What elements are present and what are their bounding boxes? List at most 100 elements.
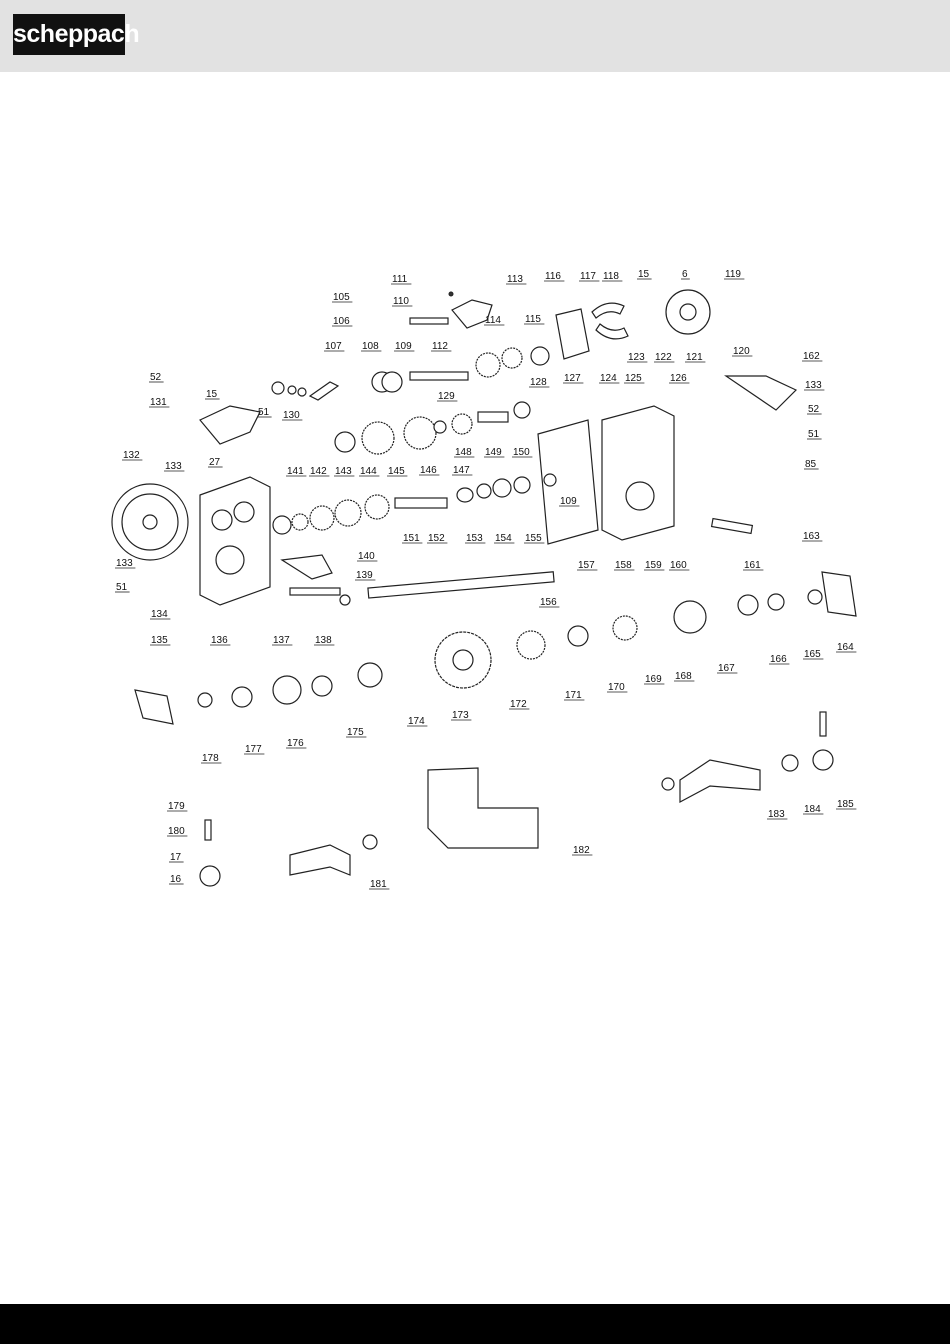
housing-bore [211,509,233,531]
part-label: 144 [360,466,377,477]
part-label: 51 [258,407,270,418]
part-label: 152 [428,533,445,544]
gear-part [516,630,546,660]
part-label: 173 [452,710,469,721]
part-label: 163 [803,531,820,542]
gear-part [492,478,512,498]
part-label: 161 [744,560,761,571]
part-label: 131 [150,397,167,408]
gear-part [403,416,437,450]
gear-bore [452,649,474,671]
drum-part [665,289,711,335]
part-label: 117 [580,271,596,282]
brake-shoe-part [591,302,625,319]
ring-part [311,675,333,697]
washer-part [297,387,307,397]
housing-bore [233,501,255,523]
part-label: 177 [245,744,262,755]
part-label: 116 [545,271,561,282]
part-label: 150 [513,447,530,458]
gear-housing-right [601,405,675,541]
part-label: 115 [525,314,541,325]
part-label: 167 [718,663,735,674]
part-label: 154 [495,533,512,544]
bushing-part [476,483,492,499]
part-label: 146 [420,465,437,476]
part-label: 141 [287,466,304,477]
ring-part [567,625,589,647]
part-label: 183 [768,809,785,820]
washer-part [287,385,297,395]
part-label: 114 [485,315,501,326]
part-label: 169 [645,674,662,685]
housing-bore [625,481,655,511]
part-label: 133 [165,461,182,472]
cover-plate-part [821,571,857,617]
gear-part [475,352,501,378]
bearing-part [513,401,531,419]
bushing-part [661,777,675,791]
part-label: 51 [808,429,820,440]
part-label: 107 [325,341,342,352]
part-label: 149 [485,447,502,458]
drum-hub-part [679,303,697,321]
plate-part [555,308,590,360]
header-bar: scheppach [0,0,950,72]
bearing-part [673,600,707,634]
part-label: 113 [507,274,523,285]
bolt-part [819,711,827,737]
part-label: 155 [525,533,542,544]
part-label: 157 [578,560,595,571]
part-label: 120 [733,346,750,357]
part-label: 129 [438,391,455,402]
main-shaft-part [367,571,555,599]
gear-housing-left [199,476,271,606]
part-label: 52 [808,404,820,415]
cover-plate-part [199,405,261,445]
axle-part [710,517,754,535]
part-label: 178 [202,753,219,764]
part-label: 143 [335,466,352,477]
pulley-groove-part [121,493,179,551]
scheppach-logo: scheppach [13,14,140,55]
part-label: 137 [273,635,290,646]
part-label: 17 [170,852,182,863]
sprocket-part [812,749,834,771]
part-label: 106 [333,316,350,327]
part-label: 109 [395,341,412,352]
part-label: 159 [645,560,662,571]
hub-part [289,844,351,876]
shaft-part [477,411,509,423]
part-label: 182 [573,845,590,856]
part-label: 123 [628,352,645,363]
part-label: 85 [805,459,817,470]
bearing-part [334,431,356,453]
footer-bar [0,1304,950,1344]
gear-part [364,494,390,520]
part-label: 162 [803,351,820,362]
seal-part [543,473,557,487]
part-label: 180 [168,826,185,837]
bracket-part [308,381,340,401]
bolt-part [204,819,212,841]
part-label: 16 [170,874,182,885]
part-label: 172 [510,699,527,710]
part-label: 118 [603,271,619,282]
part-label: 15 [638,269,650,280]
gear-part [451,413,473,435]
housing-bore [215,545,245,575]
part-label: 119 [725,269,741,280]
part-label: 140 [358,551,375,562]
part-label: 166 [770,654,787,665]
part-label: 148 [455,447,472,458]
cover-plate-part [134,689,174,725]
part-label: 168 [675,671,692,682]
bushing-part [456,487,474,503]
shaft-part [394,497,448,509]
part-label: 171 [565,690,582,701]
shaft-part [409,371,469,381]
part-label: 170 [608,682,625,693]
part-label: 151 [403,533,420,544]
